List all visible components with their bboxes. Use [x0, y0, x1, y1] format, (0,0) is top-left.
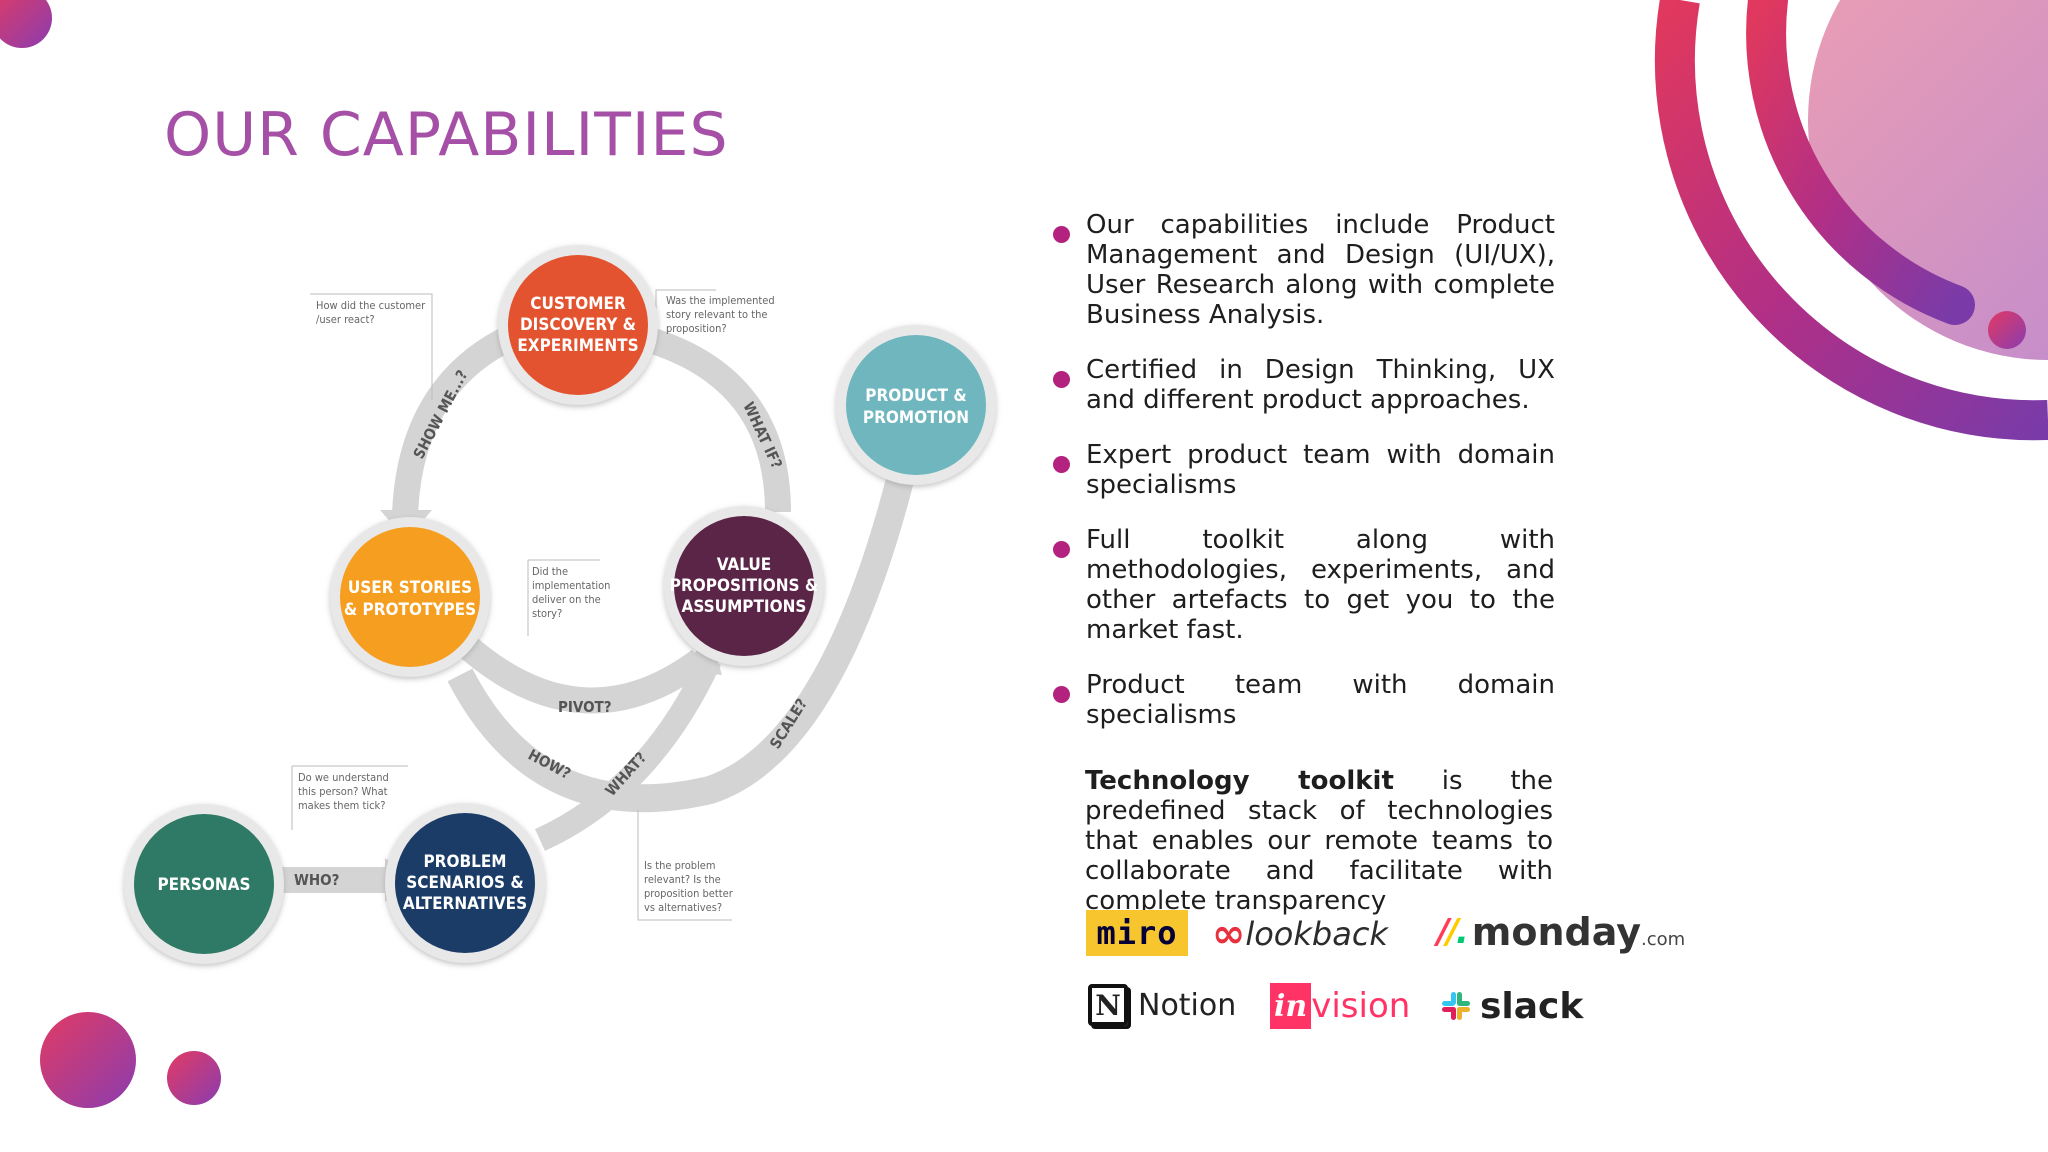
svg-text:SCENARIOS &: SCENARIOS &	[406, 873, 523, 893]
node-customer-discovery: CUSTOMER DISCOVERY & EXPERIMENTS	[498, 245, 658, 405]
slack-hash-icon	[1442, 992, 1470, 1020]
slack-logo-text: slack	[1480, 985, 1584, 1027]
note-understand-person: Do we understand this person? What makes…	[291, 765, 408, 830]
node-personas: PERSONAS	[124, 804, 284, 964]
capability-bullets: Our capabilities include Product Managem…	[1050, 210, 1555, 730]
toolkit-text: is the predefined stack of technologies …	[1085, 766, 1553, 916]
svg-text:Is the problem: Is the problem	[644, 859, 716, 872]
svg-text:CUSTOMER: CUSTOMER	[530, 294, 626, 314]
corner-arc-inner	[1746, 0, 1975, 325]
svg-text:Did the: Did the	[532, 565, 568, 578]
svg-text:story?: story?	[532, 607, 562, 620]
node-product-promotion: PRODUCT & PROMOTION	[836, 325, 996, 485]
svg-text:PROMOTION: PROMOTION	[863, 408, 969, 428]
svg-text:proposition?: proposition?	[666, 322, 727, 335]
bullet-dot	[1053, 371, 1070, 388]
monday-logo-text: monday	[1471, 910, 1641, 954]
invision-logo: in vision	[1270, 982, 1410, 1030]
svg-text:makes them tick?: makes them tick?	[298, 799, 386, 812]
svg-text:ALTERNATIVES: ALTERNATIVES	[403, 894, 527, 914]
svg-text:implementation: implementation	[532, 579, 610, 592]
bottom-dot-large	[40, 1012, 136, 1108]
arrow-what	[535, 654, 721, 851]
svg-text:How did the customer: How did the customer	[316, 299, 426, 312]
arrow-what-if	[646, 327, 791, 513]
label-pivot: PIVOT?	[558, 698, 612, 716]
svg-text:PROBLEM: PROBLEM	[423, 852, 506, 872]
slack-logo: slack	[1440, 982, 1583, 1030]
svg-text:VALUE: VALUE	[717, 555, 772, 575]
svg-text:vs alternatives?: vs alternatives?	[644, 901, 722, 914]
lookback-logo: ∞ lookback	[1212, 910, 1388, 958]
bullet-text: Certified in Design Thinking, UX and dif…	[1086, 355, 1555, 415]
bullet-text: Product team with domain specialisms	[1086, 670, 1555, 730]
nodes: CUSTOMER DISCOVERY & EXPERIMENTS PRODUCT…	[124, 245, 996, 964]
svg-text:/user react?: /user react?	[316, 313, 375, 326]
svg-text:Was the implemented: Was the implemented	[666, 294, 775, 307]
corner-arc-outer	[1654, 0, 2048, 441]
notes: How did the customer /user react? Was th…	[291, 289, 775, 921]
bullet-dot	[1053, 541, 1070, 558]
svg-text:proposition better: proposition better	[644, 887, 734, 900]
note-implementation: Did the implementation deliver on the st…	[527, 559, 610, 636]
bullet-item: Expert product team with domain speciali…	[1050, 440, 1555, 500]
arrow-pivot	[451, 630, 708, 714]
svg-text:PERSONAS: PERSONAS	[157, 875, 250, 895]
bullet-item: Product team with domain specialisms	[1050, 670, 1555, 730]
notion-mark-icon: N	[1088, 984, 1128, 1026]
node-user-stories: USER STORIES & PROTOTYPES	[330, 517, 490, 677]
svg-text:relevant? Is the: relevant? Is the	[644, 873, 721, 886]
arrow-bands	[280, 321, 914, 893]
bullet-dot	[1053, 226, 1070, 243]
corner-small-dot	[1988, 311, 2026, 349]
node-value-propositions: VALUE PROPOSITIONS & ASSUMPTIONS	[664, 506, 824, 666]
note-customer-react: How did the customer /user react?	[310, 293, 433, 400]
notion-logo: N Notion	[1088, 980, 1236, 1030]
node-problem-scenarios: PROBLEM SCENARIOS & ALTERNATIVES	[385, 803, 545, 963]
bullet-text: Our capabilities include Product Managem…	[1086, 210, 1555, 330]
svg-text:story relevant to the: story relevant to the	[666, 308, 767, 321]
monday-com-text: .com	[1640, 928, 1686, 950]
bullet-text: Expert product team with domain speciali…	[1086, 440, 1555, 500]
corner-dot	[0, 0, 52, 48]
monday-logo: //. monday .com	[1437, 906, 1685, 958]
toolkit-paragraph: Technology toolkit is the predefined sta…	[1085, 766, 1553, 916]
svg-text:PROPOSITIONS &: PROPOSITIONS &	[670, 576, 818, 596]
lookback-logo-text: lookback	[1245, 915, 1388, 953]
bullet-item: Certified in Design Thinking, UX and dif…	[1050, 355, 1555, 415]
bullet-item: Our capabilities include Product Managem…	[1050, 210, 1555, 330]
svg-text:EXPERIMENTS: EXPERIMENTS	[517, 336, 638, 356]
miro-logo: miro	[1086, 910, 1188, 956]
capability-cycle-diagram: SHOW ME...? WHAT IF? PIVOT? HOW? WHAT? S…	[124, 245, 996, 964]
svg-text:deliver on the: deliver on the	[532, 593, 601, 606]
svg-text:& PROTOTYPES: & PROTOTYPES	[344, 600, 476, 620]
miro-logo-text: miro	[1096, 914, 1178, 952]
bullet-dot	[1053, 456, 1070, 473]
monday-mark-icon: //.	[1437, 912, 1469, 952]
bullet-dot	[1053, 686, 1070, 703]
svg-text:USER STORIES: USER STORIES	[348, 578, 472, 598]
svg-text:this person? What: this person? What	[298, 785, 388, 798]
note-problem-relevant: Is the problem relevant? Is the proposit…	[637, 810, 734, 921]
invision-mark-icon: in	[1270, 983, 1312, 1029]
svg-text:ASSUMPTIONS: ASSUMPTIONS	[682, 597, 807, 617]
svg-text:Do we understand: Do we understand	[298, 771, 389, 784]
bullet-item: Full toolkit along with methodologies, e…	[1050, 525, 1555, 645]
lookback-mark-icon: ∞	[1212, 911, 1245, 957]
toolkit-bold: Technology toolkit	[1085, 766, 1394, 796]
svg-text:PRODUCT &: PRODUCT &	[865, 386, 966, 406]
svg-text:DISCOVERY &: DISCOVERY &	[520, 315, 636, 335]
arrow-show-me	[392, 321, 526, 516]
note-story-relevant: Was the implemented story relevant to th…	[655, 289, 775, 340]
bottom-dot-small	[167, 1051, 221, 1105]
arrow-scale	[447, 476, 914, 813]
label-who: WHO?	[294, 871, 339, 889]
invision-logo-text: vision	[1311, 986, 1411, 1026]
page-title: OUR CAPABILITIES	[164, 100, 729, 170]
bullet-text: Full toolkit along with methodologies, e…	[1086, 525, 1555, 645]
notion-logo-text: Notion	[1138, 987, 1237, 1023]
